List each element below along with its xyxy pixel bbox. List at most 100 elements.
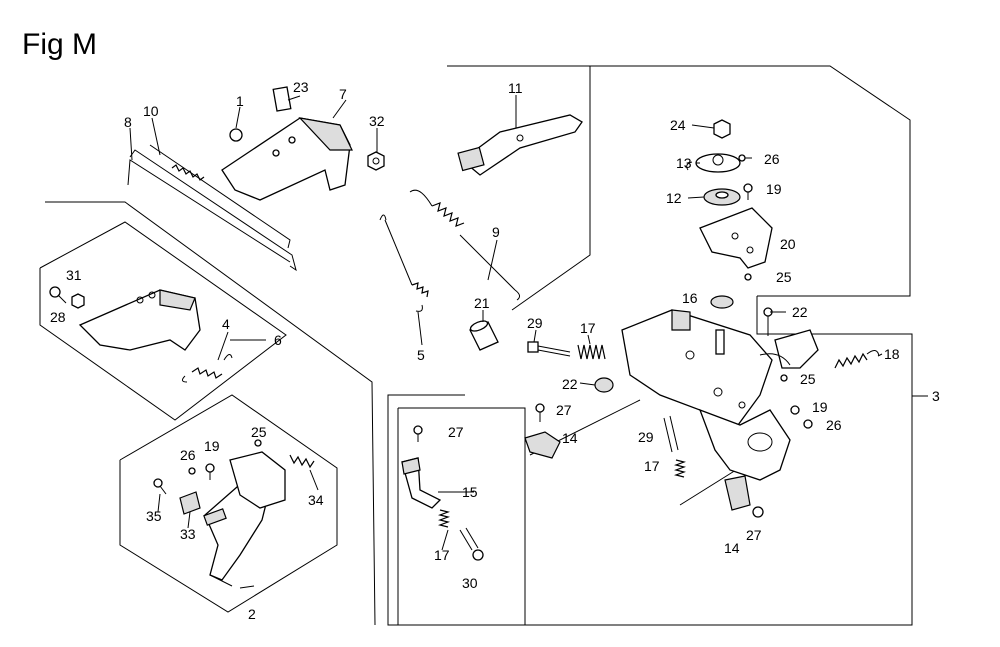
callout-19: 19 <box>204 438 220 454</box>
bolt-29a <box>527 341 571 357</box>
callout-30: 30 <box>462 575 478 591</box>
callout-32: 32 <box>369 113 385 129</box>
group-outline-main-bracket <box>387 296 913 626</box>
screw-26a <box>738 154 752 162</box>
callout-31: 31 <box>66 267 82 283</box>
callout-4: 4 <box>222 316 230 332</box>
callout-13: 13 <box>676 155 692 171</box>
nut-31 <box>71 293 85 309</box>
bolt-29b <box>663 415 679 453</box>
bracket-6 <box>78 289 201 351</box>
callout-18: 18 <box>884 346 900 362</box>
group-outline-control-lever <box>119 394 338 613</box>
nut-32 <box>367 151 385 171</box>
callout-6: 6 <box>274 332 282 348</box>
nut-22b <box>594 377 614 393</box>
callout-26: 26 <box>180 447 196 463</box>
callout-labels: 1 23 7 10 8 32 11 24 13 26 12 19 20 25 9… <box>50 79 940 622</box>
bracket-20 <box>699 207 773 269</box>
callout-26: 26 <box>764 151 780 167</box>
callout-5: 5 <box>417 347 425 363</box>
callout-28: 28 <box>50 309 66 325</box>
plate-13 <box>686 153 741 173</box>
callout-17: 17 <box>434 547 450 563</box>
throttle-rod <box>127 144 297 272</box>
callout-7: 7 <box>339 86 347 102</box>
screw-25b <box>780 374 788 382</box>
group-outline-throttle-bracket <box>39 221 287 421</box>
screw-19a <box>743 183 753 200</box>
screw-19b <box>790 405 800 415</box>
group-outline-upper-right <box>447 65 591 311</box>
callout-25: 25 <box>800 371 816 387</box>
collar-33 <box>179 491 201 515</box>
screw-26c <box>188 467 196 475</box>
washer-16 <box>710 295 734 309</box>
callout-29: 29 <box>527 315 543 331</box>
callout-21: 21 <box>474 295 490 311</box>
screw-27a <box>535 403 545 422</box>
leader-lines <box>129 95 928 589</box>
governor-arm <box>221 86 353 201</box>
spring-9 <box>409 189 521 301</box>
callout-10: 10 <box>143 103 159 119</box>
callout-11: 11 <box>508 80 523 96</box>
callout-19: 19 <box>812 399 828 415</box>
lever-11 <box>457 114 583 176</box>
callout-15: 15 <box>462 484 478 500</box>
callout-19: 19 <box>766 181 782 197</box>
callout-20: 20 <box>780 236 796 252</box>
collar-21 <box>469 320 499 351</box>
callout-25: 25 <box>776 269 792 285</box>
spring-17c <box>437 509 451 528</box>
screw-27b <box>413 425 423 442</box>
callout-24: 24 <box>670 117 686 133</box>
callout-2: 2 <box>248 606 256 622</box>
clip-14b <box>724 475 751 511</box>
spring-17b <box>673 459 687 478</box>
callout-27: 27 <box>746 527 762 543</box>
screw-27c <box>752 506 764 518</box>
nut-24 <box>713 119 731 139</box>
callout-27: 27 <box>556 402 572 418</box>
spring-18 <box>834 350 880 369</box>
spring-17a <box>577 344 606 360</box>
screw-35 <box>153 478 167 495</box>
callout-16: 16 <box>682 290 698 306</box>
callout-27: 27 <box>448 424 464 440</box>
callout-9: 9 <box>492 224 500 240</box>
callout-22: 22 <box>562 376 578 392</box>
group-outline-governor-assembly <box>590 65 911 297</box>
figure-title: Fig M <box>22 28 97 61</box>
callout-29: 29 <box>638 429 654 445</box>
callout-14: 14 <box>724 540 740 556</box>
callout-25: 25 <box>251 424 267 440</box>
callout-17: 17 <box>580 320 596 336</box>
group-outline-sub-bracket <box>397 407 526 626</box>
bolt-30 <box>459 527 484 561</box>
spring-34 <box>289 454 315 469</box>
callout-3: 3 <box>932 388 940 404</box>
spring-4 <box>181 354 233 383</box>
screw-25a <box>744 273 752 281</box>
callout-23: 23 <box>293 79 309 95</box>
control-lever-2 <box>203 451 286 587</box>
callout-22: 22 <box>792 304 808 320</box>
callout-17: 17 <box>644 458 660 474</box>
callout-34: 34 <box>308 492 324 508</box>
clip-14a <box>524 431 561 459</box>
callout-1: 1 <box>236 93 244 109</box>
washer-12 <box>703 188 741 206</box>
screw-22a <box>763 307 773 336</box>
callout-26: 26 <box>826 417 842 433</box>
callout-8: 8 <box>124 114 132 130</box>
callout-33: 33 <box>180 526 196 542</box>
screw-25c <box>254 439 262 447</box>
bracket-15 <box>401 457 442 509</box>
screw-26b <box>803 419 813 429</box>
main-bracket-3 <box>621 309 819 481</box>
callout-12: 12 <box>666 190 682 206</box>
screw-19c <box>205 463 215 480</box>
